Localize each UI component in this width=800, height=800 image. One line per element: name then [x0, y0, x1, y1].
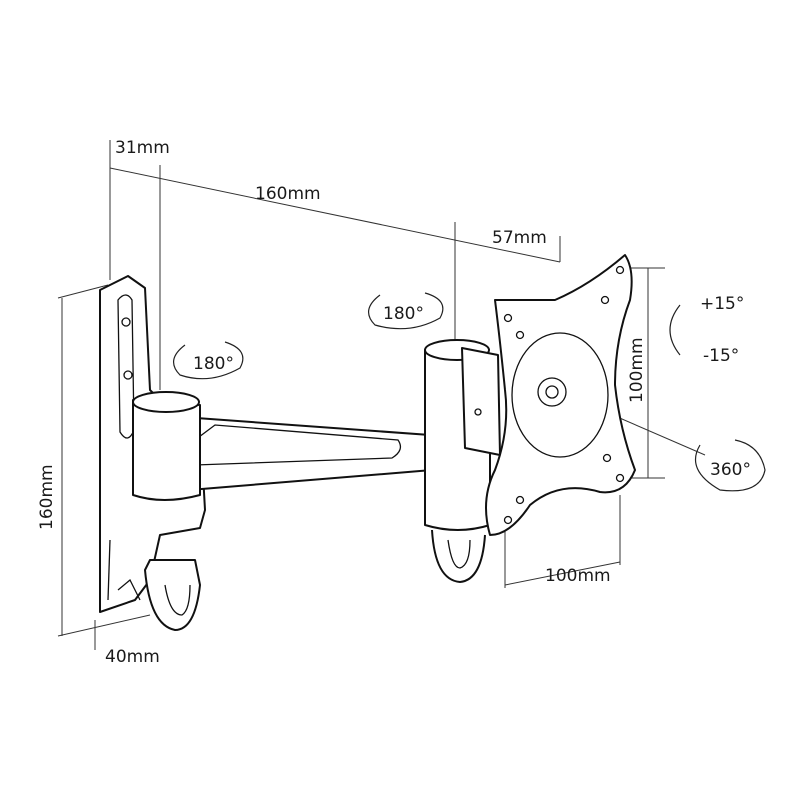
label-wall-swivel: 180°	[193, 354, 234, 374]
label-wall-offset: 31mm	[115, 138, 170, 158]
label-arm-swivel: 180°	[383, 304, 424, 324]
label-vesa-horizontal: 100mm	[545, 566, 611, 586]
label-tilt-up: +15°	[700, 294, 744, 314]
label-head-offset: 57mm	[492, 228, 547, 248]
label-arm-extension: 160mm	[255, 184, 321, 204]
label-plate-height: 160mm	[37, 464, 57, 530]
vesa-plate	[485, 254, 636, 536]
label-rotation: 360°	[710, 460, 751, 480]
dimension-labels: 31mm 160mm 57mm 160mm 40mm 100mm 100mm 1…	[37, 138, 751, 667]
label-vesa-vertical: 100mm	[627, 337, 647, 403]
label-tilt-down: -15°	[703, 346, 739, 366]
rotation-arcs	[173, 292, 766, 492]
label-plate-depth: 40mm	[105, 647, 160, 667]
swing-arm	[132, 339, 501, 583]
